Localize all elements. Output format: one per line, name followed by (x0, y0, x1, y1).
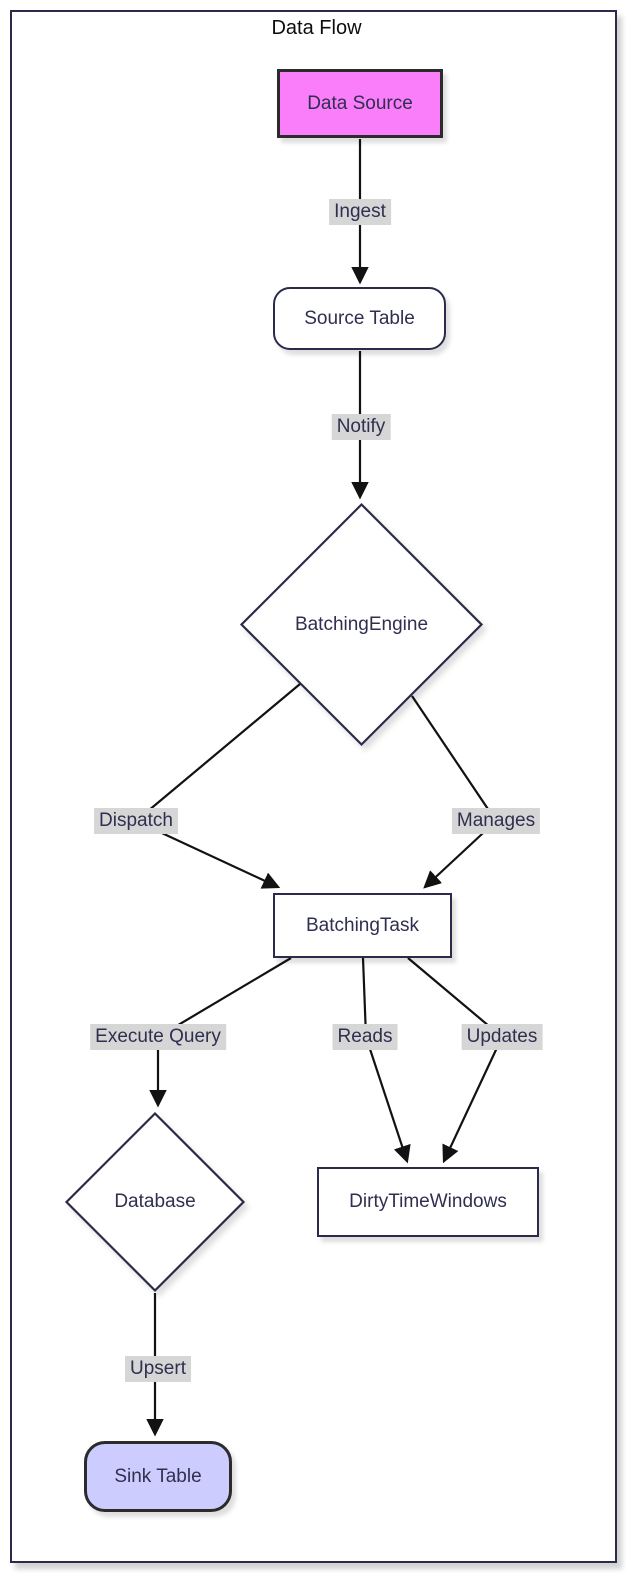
node-label-data-source: Data Source (307, 92, 413, 114)
edge-label-updates: Updates (461, 1024, 543, 1050)
edge-label-notify: Notify (331, 414, 391, 440)
node-label-batching-engine: BatchingEngine (294, 613, 429, 635)
node-label-dirty-time-windows: DirtyTimeWindows (349, 1191, 507, 1212)
node-label-sink-table: Sink Table (114, 1465, 202, 1487)
node-data-source: Data Source (277, 69, 443, 138)
diamond-shape (239, 502, 484, 747)
diamond-shape (64, 1111, 246, 1293)
node-dirty-time-windows: DirtyTimeWindows (317, 1167, 539, 1237)
node-label-batching-task: BatchingTask (305, 914, 419, 936)
node-label-source-table: Source Table (304, 307, 415, 329)
node-batching-task: BatchingTask (273, 893, 452, 958)
diagram-title: Data Flow (271, 17, 362, 39)
edge-label-reads: Reads (332, 1024, 398, 1050)
node-database: Database (64, 1111, 246, 1293)
node-sink-table: Sink Table (84, 1441, 232, 1512)
edge-label-ingest: Ingest (329, 199, 391, 225)
edge-label-dispatch: Dispatch (94, 808, 178, 834)
node-source-table: Source Table (273, 287, 446, 350)
edge-label-execute-query: Execute Query (90, 1024, 226, 1050)
node-batching-engine: BatchingEngine (239, 502, 484, 747)
edge-label-manages: Manages (451, 808, 541, 834)
edge-label-upsert: Upsert (125, 1356, 191, 1382)
subgraph-data-flow-border (10, 10, 617, 1563)
node-label-database: Database (114, 1191, 196, 1212)
